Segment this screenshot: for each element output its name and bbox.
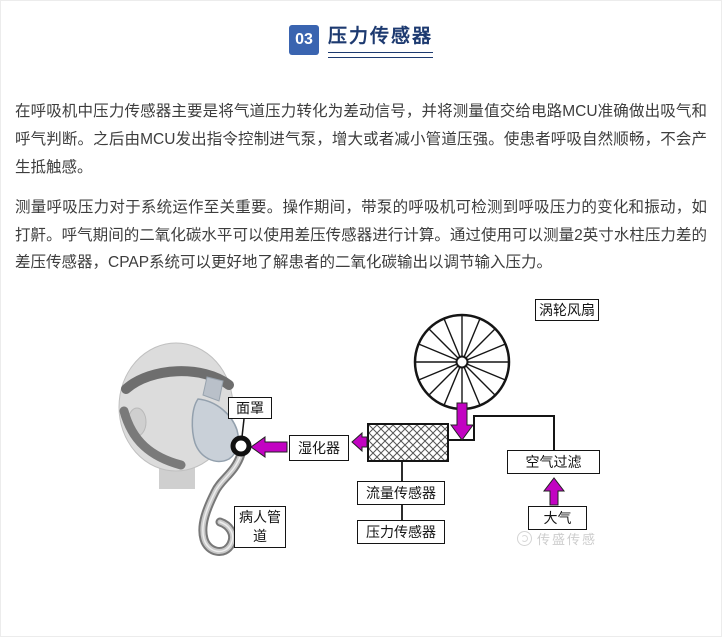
sensor-connector-lines — [241, 419, 403, 522]
watermark-logo-icon — [517, 531, 532, 547]
air-duct-lines — [448, 415, 555, 451]
diagram-canvas — [118, 314, 566, 557]
arrow-to-humidifier — [351, 432, 368, 453]
paragraph-1: 在呼吸机中压力传感器主要是将气道压力转化为差动信号，并将测量值交给电路MCU准确… — [15, 103, 707, 176]
section-header: 03 压力传感器 — [1, 1, 721, 58]
watermark: 传盛传感 — [517, 529, 597, 548]
arrow-to-mask — [250, 436, 288, 459]
label-patient-tube: 病人管道 — [234, 506, 286, 549]
section-title-block: 压力传感器 — [327, 21, 433, 58]
watermark-text: 传盛传感 — [537, 532, 598, 548]
label-humidifier: 湿化器 — [289, 435, 349, 462]
patient-head-illustration — [118, 342, 240, 490]
headgear-strap-side — [119, 406, 186, 470]
mask-forehead-support — [202, 376, 224, 403]
mask-leader-line — [241, 419, 245, 438]
article-body: 在呼吸机中压力传感器主要是将气道压力转化为差动信号，并将测量值交给电路MCU准确… — [15, 98, 707, 277]
label-flow-sensor: 流量传感器 — [357, 481, 445, 506]
arrow-atmosphere-up — [542, 477, 566, 506]
section-title: 压力传感器 — [327, 26, 433, 47]
section-number-badge: 03 — [288, 24, 319, 55]
label-turbine-fan: 涡轮风扇 — [535, 299, 599, 322]
headgear-strap-top — [121, 366, 234, 395]
fan-hub — [455, 355, 469, 369]
flow-arrows — [250, 402, 566, 506]
inline-filter-illustration — [367, 423, 449, 463]
arrow-fan-down — [450, 402, 474, 442]
label-mask: 面罩 — [228, 397, 272, 420]
label-atmosphere: 大气 — [528, 506, 587, 531]
title-underline — [327, 52, 433, 58]
patient-tube-illustration — [198, 449, 246, 557]
label-pressure-sensor: 压力传感器 — [357, 520, 445, 545]
paragraph-2: 测量呼吸压力对于系统运作至关重要。操作期间，带泵的呼吸机可检测到呼吸压力的变化和… — [15, 198, 707, 272]
turbine-fan-illustration — [413, 314, 511, 411]
mask-port-ring — [230, 435, 252, 457]
label-air-filter: 空气过滤 — [507, 450, 600, 475]
cpap-system-diagram: 传盛传感 涡轮风扇 面罩 湿化器 空气过滤 流量传感器 压力传感器 大气 病人管… — [1, 289, 721, 591]
